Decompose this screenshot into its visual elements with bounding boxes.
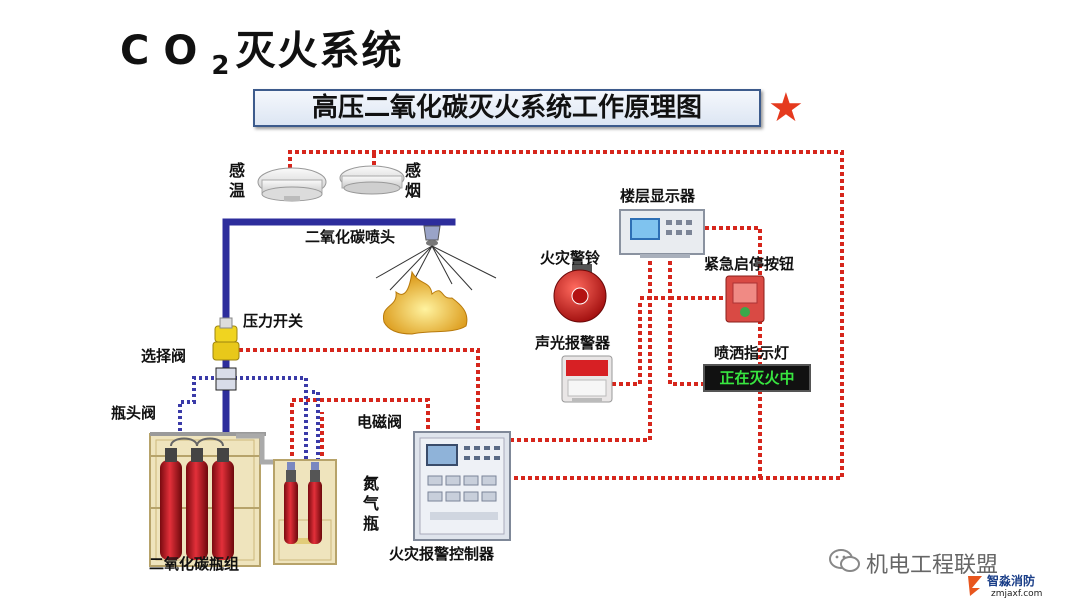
strobe-alarm-label: 声光报警器 — [535, 334, 611, 352]
floor-display-icon — [619, 209, 705, 258]
pilot-line-mid — [312, 390, 320, 470]
brand-url: zmjaxf.com — [991, 589, 1043, 599]
emergency-button-label: 紧急启停按钮 — [704, 255, 795, 273]
fire-alarm-control-panel-icon — [413, 431, 511, 541]
controller-label: 火灾报警控制器 — [389, 545, 495, 563]
wechat-icon — [829, 549, 860, 572]
wechat-watermark: 机电工程联盟 — [866, 553, 999, 578]
pressure-switch-wire — [232, 348, 480, 432]
brand-watermark: 智淼消防 — [987, 574, 1036, 588]
detector-loop-wire — [288, 150, 844, 480]
spray-icon — [375, 245, 497, 291]
pilot-line-left — [178, 376, 214, 448]
smoke-detector-icon — [339, 165, 405, 195]
pressure-switch-icon — [212, 317, 240, 361]
star-icon: ★ — [768, 85, 804, 131]
co2-nozzle-icon — [423, 225, 441, 246]
nitrogen-cylinder-rack-icon — [273, 459, 337, 565]
select-valve-label: 选择阀 — [141, 347, 187, 365]
floor-display-label: 楼层显示器 — [620, 187, 696, 205]
emergency-button-icon — [725, 275, 765, 323]
lamp-wire — [668, 254, 704, 386]
nitrogen-cylinder-label: 氮 气 瓶 — [362, 474, 379, 533]
fire-icon — [382, 270, 468, 335]
pressure-switch-label: 压力开关 — [243, 312, 304, 330]
strobe-alarm-icon — [561, 355, 613, 403]
co2-cylinder-bank-icon — [149, 432, 276, 567]
fire-bell-label: 火灾警铃 — [540, 249, 601, 267]
signal-wires — [232, 150, 844, 480]
spray-indicator-lamp: 正在灭火中 — [703, 364, 811, 392]
spray-lamp-label: 喷洒指示灯 — [714, 344, 790, 362]
pilot-line-right — [234, 376, 308, 470]
nozzle-label: 二氧化碳喷头 — [305, 228, 396, 246]
bottle-valve-label: 瓶头阀 — [111, 404, 157, 422]
brand-logo-icon — [968, 576, 982, 596]
select-valve-icon — [215, 367, 237, 391]
floor-display-wire — [510, 254, 652, 442]
solenoid-valve-label: 电磁阀 — [357, 413, 403, 431]
fire-bell-icon — [553, 264, 607, 323]
heat-detector-icon — [257, 167, 327, 202]
heat-detector-label: 感 温 — [228, 161, 245, 200]
smoke-detector-label: 感 烟 — [404, 161, 421, 200]
co2-bank-label: 二氧化碳瓶组 — [149, 555, 240, 573]
pilot-lines — [178, 376, 320, 470]
solenoid-wire-1 — [290, 398, 430, 470]
strobe-wire — [612, 300, 642, 386]
diagram-banner: 高压二氧化碳灭火系统工作原理图 — [253, 89, 761, 127]
